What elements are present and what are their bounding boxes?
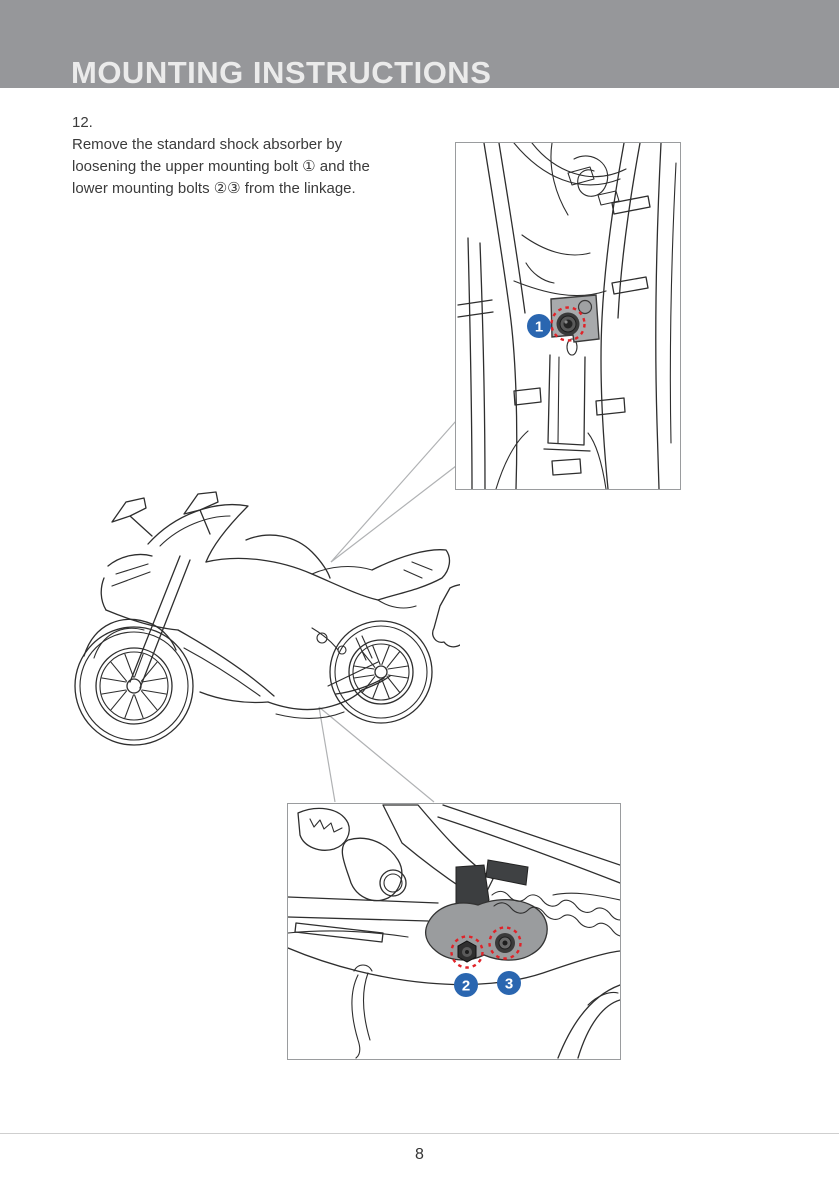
- instruction-line: Remove the standard shock absorber by: [72, 136, 343, 153]
- bolt-3-highlight-circle: [488, 926, 522, 960]
- lower-linkage-illustration: 2 3: [288, 804, 620, 1059]
- page-title: MOUNTING INSTRUCTIONS: [71, 55, 492, 90]
- linkage-body: [425, 899, 548, 961]
- rear-wheel: [329, 620, 433, 724]
- step-block: 12. Remove the standard shock absorber b…: [72, 112, 432, 200]
- footer-divider: [0, 1133, 839, 1134]
- page-number: 8: [415, 1146, 424, 1163]
- lower-mounting-bolt-2: [457, 940, 477, 963]
- upper-mounting-bolt: [556, 312, 580, 336]
- upper-mount-figure: 1: [455, 142, 681, 490]
- motorcycle-illustration: [60, 478, 503, 778]
- drive-chain: [491, 890, 620, 937]
- lower-linkage-figure: 2 3: [287, 803, 621, 1060]
- callout-badge-3: 3: [497, 971, 521, 995]
- instruction-line: loosening the upper mounting bolt ① and …: [72, 158, 370, 175]
- svg-text:3: 3: [505, 976, 513, 993]
- bolt-1-highlight-circle: [550, 306, 586, 342]
- header-bar: MOUNTING INSTRUCTIONS: [0, 0, 839, 88]
- lower-mounting-bolt-3: [495, 933, 515, 953]
- bolt-2-highlight-circle: [450, 935, 484, 969]
- instruction-line: lower mounting bolts ②③ from the linkage…: [72, 180, 356, 197]
- front-wheel: [74, 626, 194, 746]
- svg-text:1: 1: [535, 319, 543, 336]
- callout-badge-2: 2: [454, 973, 478, 997]
- svg-text:2: 2: [462, 978, 470, 995]
- callout-badge-1: 1: [527, 314, 551, 338]
- step-number: 12.: [72, 114, 93, 131]
- upper-mount-illustration: 1: [457, 143, 677, 489]
